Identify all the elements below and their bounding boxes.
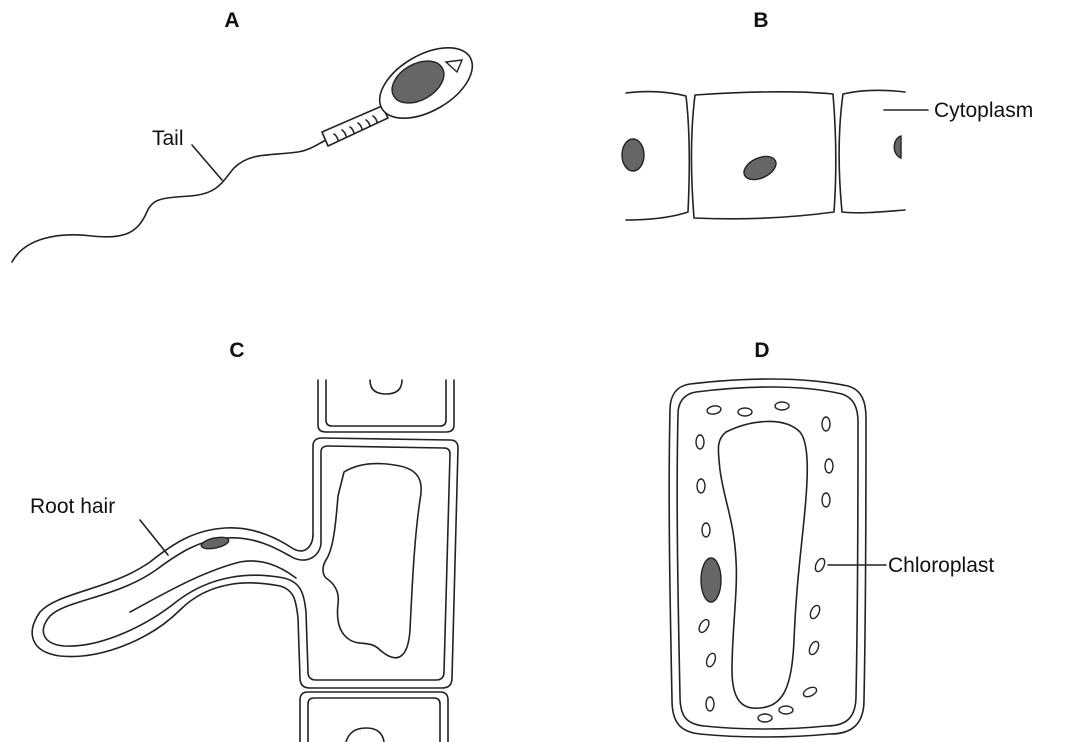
- panel-a-letter: A: [224, 9, 239, 32]
- panel-d: D: [669, 339, 994, 737]
- root-hair-outer-wall: [32, 438, 458, 688]
- chloroplast-label: Chloroplast: [888, 554, 994, 577]
- right-cell-nucleus: [894, 136, 901, 158]
- root-hair-cell: [32, 438, 458, 688]
- root-hair-label: Root hair: [30, 495, 115, 518]
- panel-b: B Cytoplasm: [622, 9, 1033, 220]
- sperm-cell: [12, 33, 484, 262]
- left-cell-nucleus: [622, 139, 644, 171]
- lower-cell: [300, 692, 448, 742]
- sperm-tail: [12, 140, 326, 262]
- panel-c-letter: C: [229, 339, 244, 362]
- plant-cell-outer-wall: [669, 379, 866, 737]
- panel-a: A Tail: [12, 9, 484, 262]
- tail-label: Tail: [152, 127, 184, 150]
- plant-cell-nucleus: [701, 558, 721, 602]
- panel-b-letter: B: [753, 9, 768, 32]
- plant-cell: [669, 379, 866, 737]
- cytoplasm-label: Cytoplasm: [934, 99, 1033, 122]
- panel-c: C Root hair: [30, 339, 458, 742]
- upper-cell: [318, 380, 454, 432]
- root-hair-leader-line: [140, 520, 168, 555]
- central-cell: [692, 92, 836, 219]
- panel-d-letter: D: [754, 339, 769, 362]
- cell-row: [622, 90, 905, 220]
- tail-leader-line: [192, 145, 222, 180]
- sperm-midpiece: [322, 106, 388, 146]
